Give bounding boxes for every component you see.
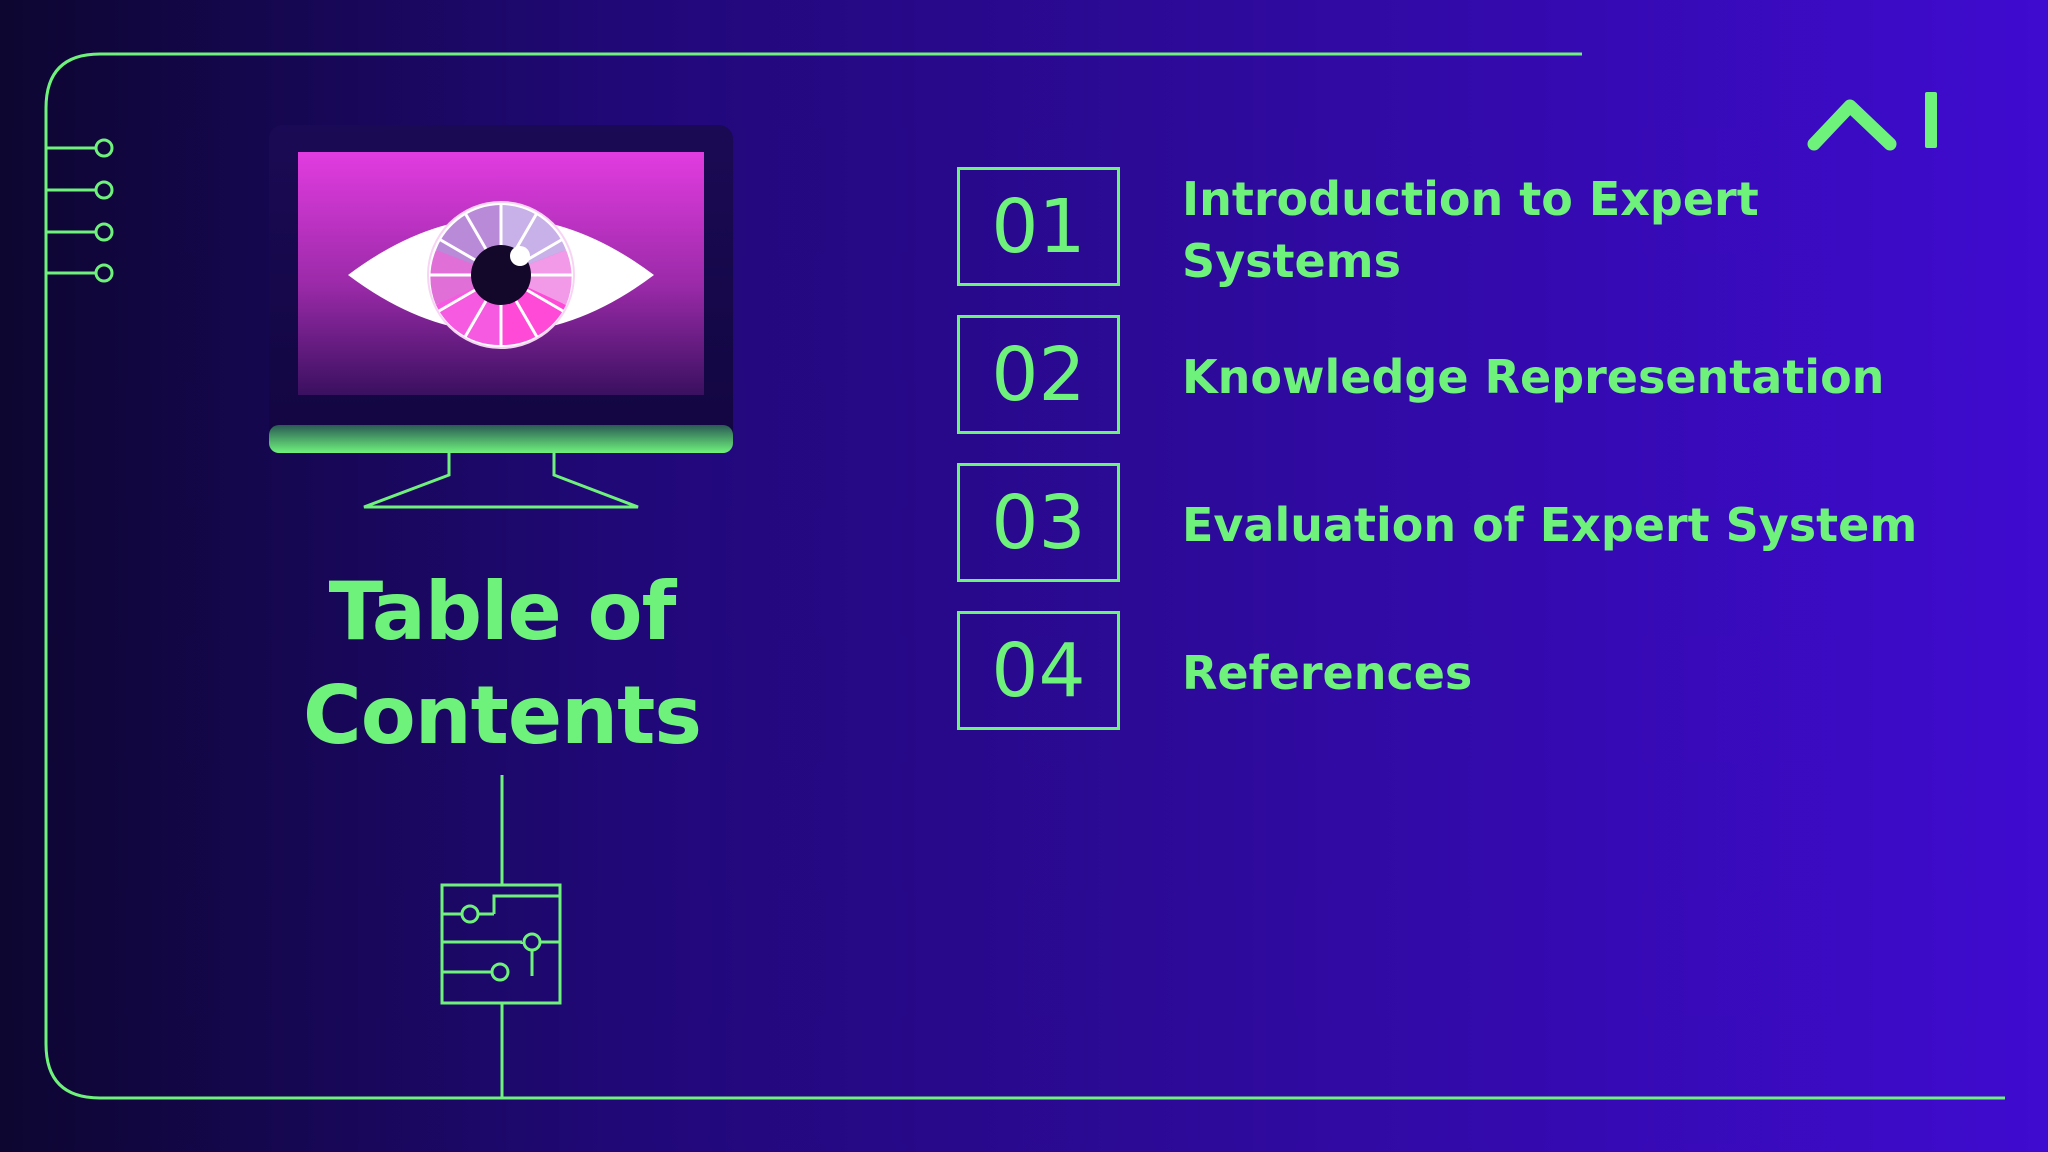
item-label: References: [1182, 646, 1473, 700]
item-number-box: 04: [957, 611, 1120, 730]
item-label: Knowledge Representation: [1182, 350, 1885, 404]
monitor-eye-icon: [269, 125, 733, 509]
item-number-box: 03: [957, 463, 1120, 582]
circuit-chip-icon: [440, 883, 562, 1005]
item-label: Evaluation of Expert System: [1182, 498, 1918, 552]
title-line-2: Contents: [303, 669, 702, 762]
title-line-1: Table of: [328, 565, 677, 658]
item-number-box: 02: [957, 315, 1120, 434]
ai-logo-icon: [1807, 92, 1937, 151]
page-title: Table of Contents: [200, 560, 804, 768]
item-label: Introduction to Expert Systems: [1182, 172, 1759, 288]
item-number-box: 01: [957, 167, 1120, 286]
